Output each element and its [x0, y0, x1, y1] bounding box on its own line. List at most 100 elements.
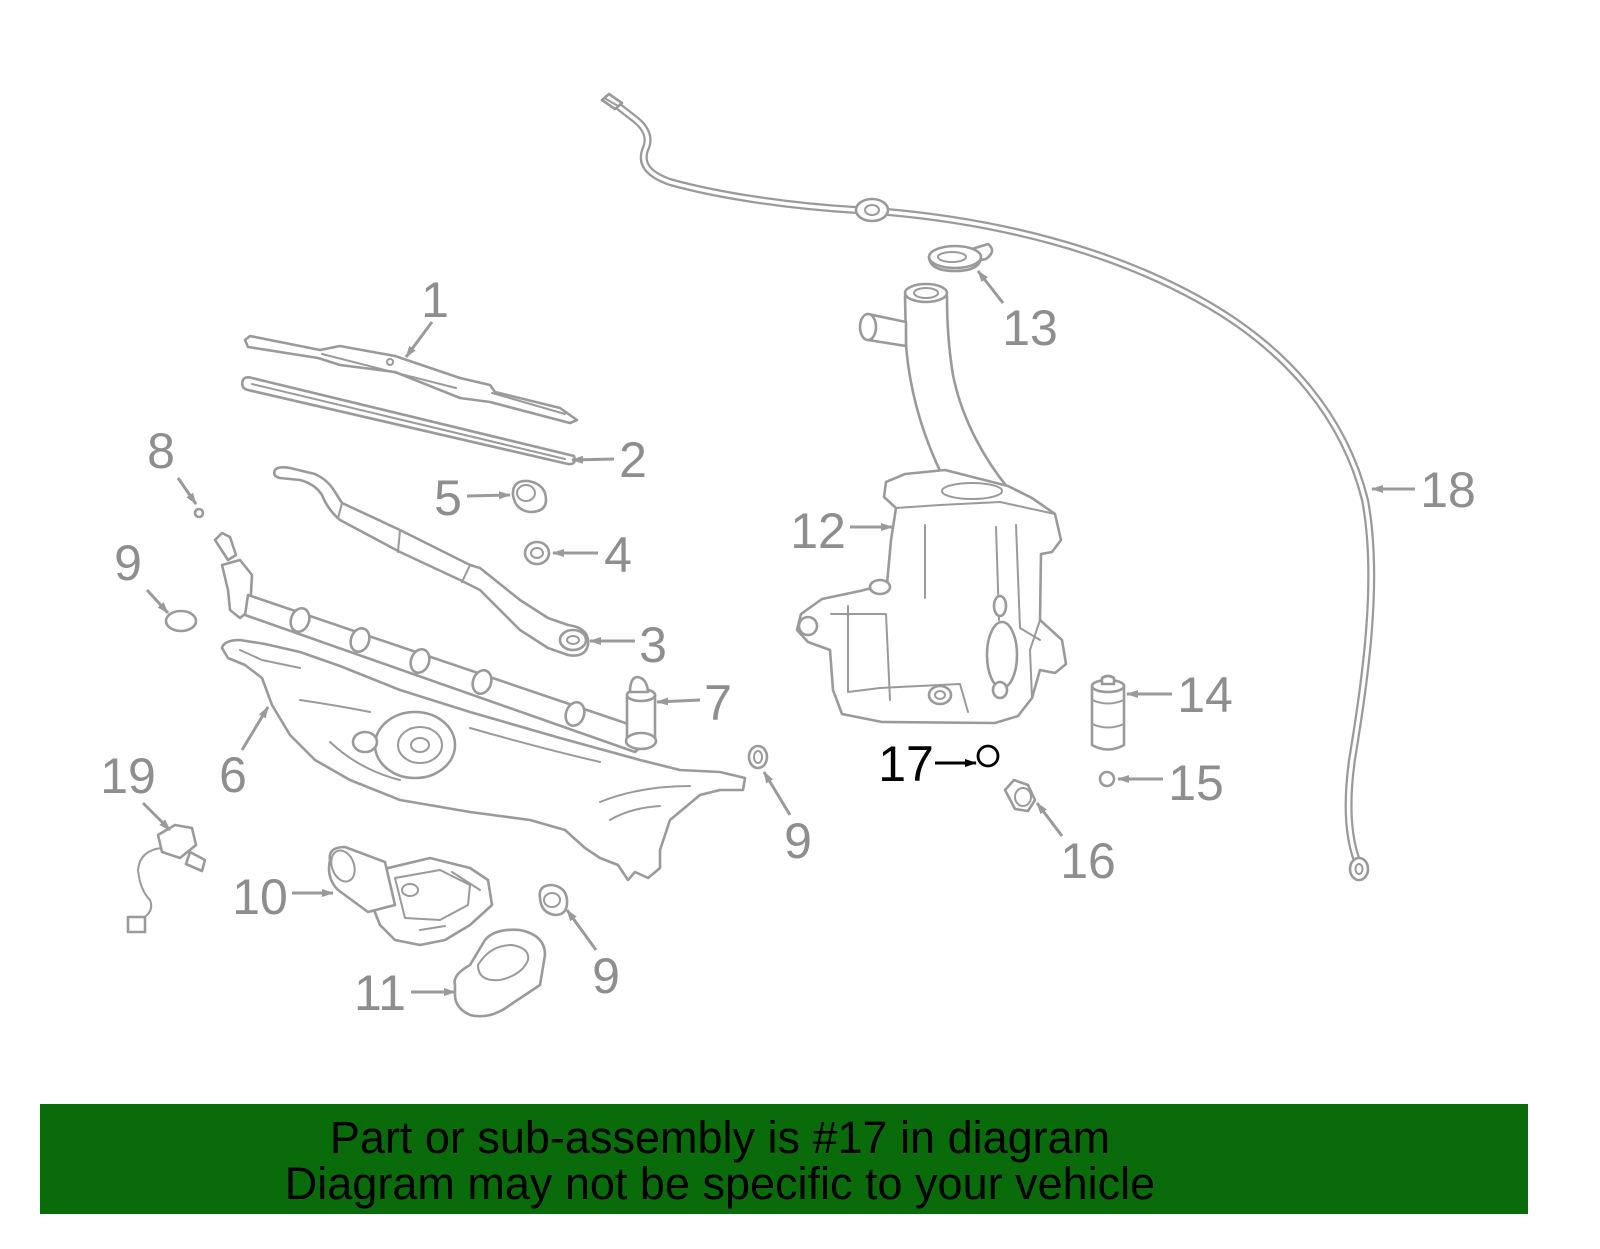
- callout-6: 6: [219, 747, 247, 803]
- arm-cap: [511, 479, 548, 514]
- banner-text: Part or sub-assembly is #17 in diagram D…: [40, 1115, 1400, 1207]
- reservoir-mount-bottom-hole: [934, 690, 946, 700]
- callout-13: 13: [1002, 300, 1058, 356]
- reservoir-bump-upper: [992, 594, 1008, 618]
- reservoir-cap-center: [937, 251, 967, 263]
- washer-hose-core: [616, 104, 1374, 860]
- reservoir-recess: [985, 620, 1019, 690]
- reservoir-fitting-hole: [1014, 787, 1032, 807]
- wiper-frame-hub-ring: [397, 726, 443, 764]
- grommet-bottom-outline: [538, 883, 569, 917]
- wiper-arm: [272, 466, 590, 657]
- wiper-frame-outline: [220, 638, 747, 882]
- wiper-frame-hub-center: [410, 737, 430, 753]
- wiper-motor-gearbox: [370, 856, 494, 947]
- washer-pump-body: [1090, 684, 1126, 751]
- callout-arrow-7: [656, 697, 701, 706]
- callout-14: 14: [1177, 667, 1233, 723]
- callout-7: 7: [704, 675, 732, 731]
- grommet-bottom-rim: [543, 892, 561, 908]
- callout-8: 8: [147, 423, 175, 479]
- reservoir-body-contours: [830, 501, 1056, 713]
- callout-arrow-9-left: [145, 588, 170, 615]
- wiper-blade-detail: [321, 353, 566, 415]
- linkage-collar-1: [289, 606, 311, 634]
- wiper-arm-ring: [558, 628, 588, 652]
- arm-nut-outline: [523, 540, 551, 566]
- wiper-blade: [243, 334, 579, 425]
- callout-9-bottom: 9: [592, 948, 620, 1004]
- reservoir-cap-top: [927, 244, 983, 270]
- wiring-connector-plug: [184, 850, 207, 873]
- wiper-arm-ring-hole: [566, 635, 580, 645]
- grommet-middle-outline: [747, 744, 769, 770]
- hose-connector-detail: [605, 98, 619, 107]
- wiper-motor-shaft: [401, 883, 419, 897]
- reservoir-neck-inner: [913, 287, 939, 299]
- part-info-banner: Part or sub-assembly is #17 in diagram D…: [40, 1104, 1528, 1214]
- washer-pump-band: [1091, 699, 1125, 729]
- reservoir-mount-ear-left: [797, 615, 819, 637]
- callout-9-middle: 9: [784, 813, 812, 869]
- pump-seal: [1098, 770, 1116, 788]
- hose-grommet: [854, 197, 890, 223]
- callout-12: 12: [790, 503, 846, 559]
- wiper-frame-contours: [239, 649, 691, 821]
- grommet-middle: [747, 744, 769, 770]
- wiper-blade-outline: [243, 334, 579, 425]
- hose-eyelet-hole: [1354, 863, 1364, 875]
- callout-16: 16: [1060, 833, 1116, 889]
- callout-9-left: 9: [114, 535, 142, 591]
- wiper-motor-gearbox-detail: [394, 869, 481, 931]
- arm-cap-outline: [511, 479, 548, 514]
- wiper-pivot-base: [624, 731, 658, 751]
- callout-arrow-1: [404, 321, 434, 358]
- grommet-bottom: [538, 883, 569, 917]
- linkage-collar-4: [471, 668, 493, 696]
- hose-grommet-hole: [864, 204, 880, 216]
- grommet-middle-hole: [753, 750, 763, 764]
- callout-4: 4: [604, 527, 632, 583]
- washer-reservoir: [795, 282, 1068, 725]
- linkage-collar-3: [409, 647, 431, 675]
- reservoir-cap: [927, 242, 994, 273]
- callout-1: 1: [421, 272, 449, 328]
- wiring-connector-terminal: [126, 915, 147, 934]
- washer-pump: [1090, 674, 1126, 751]
- arm-nut: [523, 540, 551, 566]
- bushing: [193, 507, 205, 519]
- arm-cap-rim: [516, 484, 536, 502]
- wiper-arm-outline: [272, 466, 590, 657]
- reservoir-bump-lower: [991, 680, 1009, 700]
- callout-15: 15: [1168, 755, 1224, 811]
- callout-11: 11: [354, 965, 406, 1021]
- wiper-arm-detail: [337, 502, 471, 583]
- wiring-connector-wire: [137, 847, 163, 921]
- wiper-blade-insert-line: [251, 383, 566, 460]
- callout-17: 17: [878, 736, 934, 792]
- linkage-collar-2: [349, 626, 371, 654]
- arm-nut-hole: [530, 547, 544, 559]
- callout-arrow-8: [176, 477, 198, 505]
- wiper-frame-mount-hole: [351, 730, 379, 754]
- wiper-frame: [220, 638, 747, 882]
- wiper-motor: [327, 845, 494, 947]
- callout-arrow-13: [976, 270, 1005, 304]
- callout-5: 5: [434, 470, 462, 526]
- callout-arrow-16: [1035, 802, 1064, 837]
- callout-arrow-9-middle: [762, 771, 792, 816]
- reservoir-neck-opening: [903, 282, 949, 304]
- reservoir-neck: [903, 294, 1010, 490]
- reservoir-mount-bottom: [927, 684, 953, 706]
- wiper-pivot-shaft: [628, 675, 650, 694]
- wiper-blade-insert: [240, 376, 577, 466]
- motor-cover-recess: [477, 944, 530, 982]
- motor-cover-outline: [453, 928, 547, 1018]
- callout-2: 2: [619, 432, 647, 488]
- callout-19: 19: [100, 748, 156, 804]
- callout-arrow-9-bottom: [565, 909, 598, 951]
- wiper-blade-rivet: [386, 358, 394, 366]
- reservoir-filler-opening: [858, 312, 878, 342]
- washer-pump-nozzle: [1100, 674, 1116, 686]
